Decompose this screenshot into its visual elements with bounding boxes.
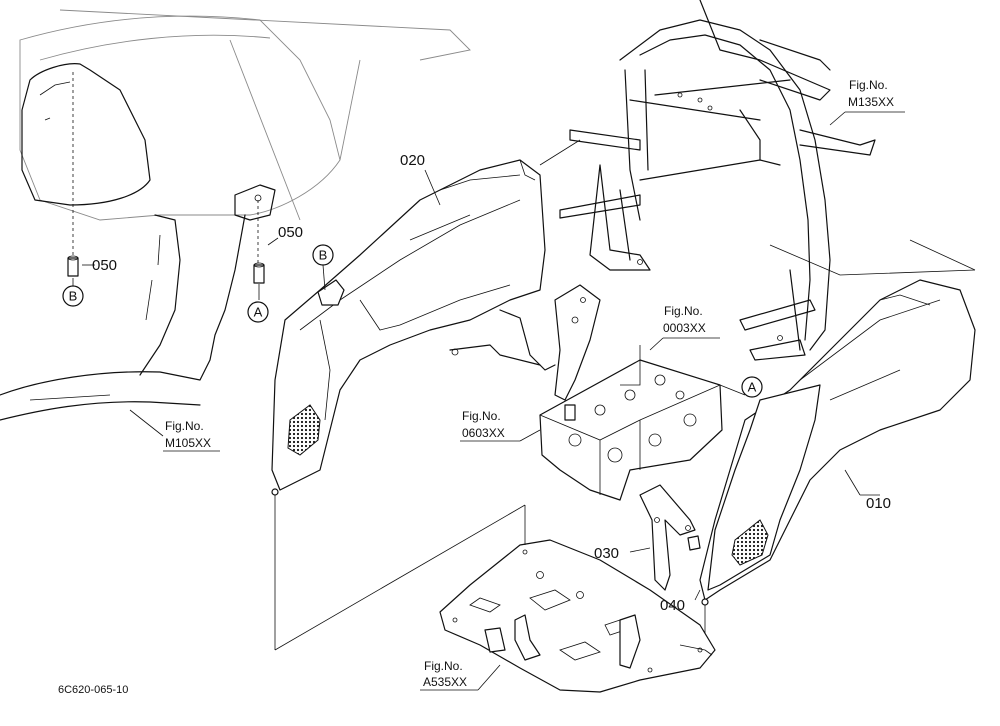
hood-front — [0, 63, 276, 421]
drawing-code: 6C620-065-10 — [58, 684, 128, 696]
bushing-050-left — [67, 255, 79, 277]
leader-lines — [129, 111, 905, 691]
ref-m135-code: M135XX — [848, 95, 894, 109]
hood-outline — [19, 9, 471, 221]
frame-rops — [539, 0, 976, 361]
ref-0003-code: 0003XX — [663, 321, 706, 335]
marker-b-left-text: B — [69, 289, 78, 304]
marker-b-panel-text: B — [319, 248, 328, 263]
part-label-020: 020 — [400, 152, 425, 169]
part-label-050-right: 050 — [278, 224, 303, 241]
marker-a-right: A — [741, 376, 763, 398]
marker-a-left-text: A — [254, 305, 263, 320]
part-label-010: 010 — [866, 495, 891, 512]
bracket-030 — [639, 484, 696, 591]
marker-a-right-text: A — [748, 380, 757, 395]
ref-a535-label: Fig.No. — [424, 659, 463, 673]
part-label-050-left: 050 — [92, 257, 117, 274]
part-label-040: 040 — [660, 597, 685, 614]
ref-m105-code: M105XX — [165, 436, 211, 450]
marker-b-left: B — [62, 285, 84, 307]
engine-block — [449, 284, 723, 501]
ref-0003-label: Fig.No. — [664, 304, 703, 318]
ref-a535-code: A535XX — [423, 675, 467, 689]
side-cover-020 — [271, 159, 546, 650]
floor-plate — [439, 539, 716, 693]
marker-a-left: A — [247, 301, 269, 323]
alignment-lines — [274, 345, 746, 656]
ref-0603-code: 0603XX — [462, 426, 505, 440]
bolt-040 — [687, 535, 701, 551]
side-cover-010 — [699, 279, 976, 650]
ref-m135-label: Fig.No. — [849, 78, 888, 92]
bushing-050-right — [253, 262, 265, 284]
part-label-030: 030 — [594, 545, 619, 562]
ref-0603-label: Fig.No. — [462, 409, 501, 423]
ref-m105-label: Fig.No. — [165, 419, 204, 433]
marker-b-panel: B — [312, 244, 334, 291]
